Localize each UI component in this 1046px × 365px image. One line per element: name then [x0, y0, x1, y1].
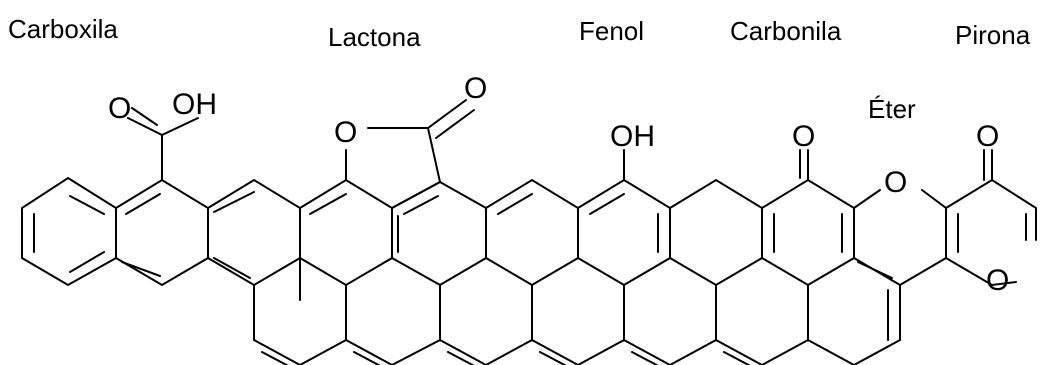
ring-d [299, 178, 393, 287]
ring-e [391, 180, 487, 287]
ring-k [945, 178, 1037, 287]
carboxyl-bonds [127, 107, 199, 181]
lactone-ring [345, 99, 475, 209]
bottom-rings [253, 339, 901, 365]
atom-carboxyl-o: O [108, 92, 131, 125]
ring-h [669, 178, 763, 287]
molecule-skeleton [21, 99, 1037, 365]
atom-carboxyl-oh: OH [172, 88, 217, 121]
ring-j [853, 189, 947, 287]
ring-a [21, 176, 117, 287]
atom-pyrone-carbonyl-o: O [976, 120, 999, 153]
ring-f [485, 178, 579, 287]
atom-pyrone-ring-o: O [986, 264, 1009, 297]
label-eter: Éter [868, 94, 916, 124]
label-lactona: Lactona [328, 22, 421, 52]
label-fenol: Fenol [579, 16, 644, 46]
ring-g [577, 178, 671, 287]
ring-c [207, 178, 301, 287]
atom-lactone-carbonyl-o: O [464, 72, 487, 105]
label-carbonila: Carbonila [730, 16, 842, 46]
atom-phenol-oh: OH [610, 120, 655, 153]
label-pirona: Pirona [955, 20, 1031, 50]
atom-ether-o: O [884, 166, 907, 199]
atom-lactone-ring-o: O [334, 116, 357, 149]
atom-carbonyl-o: O [792, 120, 815, 153]
ring-i [761, 178, 855, 287]
label-carboxila: Carboxila [8, 14, 118, 44]
ring-b [115, 178, 209, 287]
